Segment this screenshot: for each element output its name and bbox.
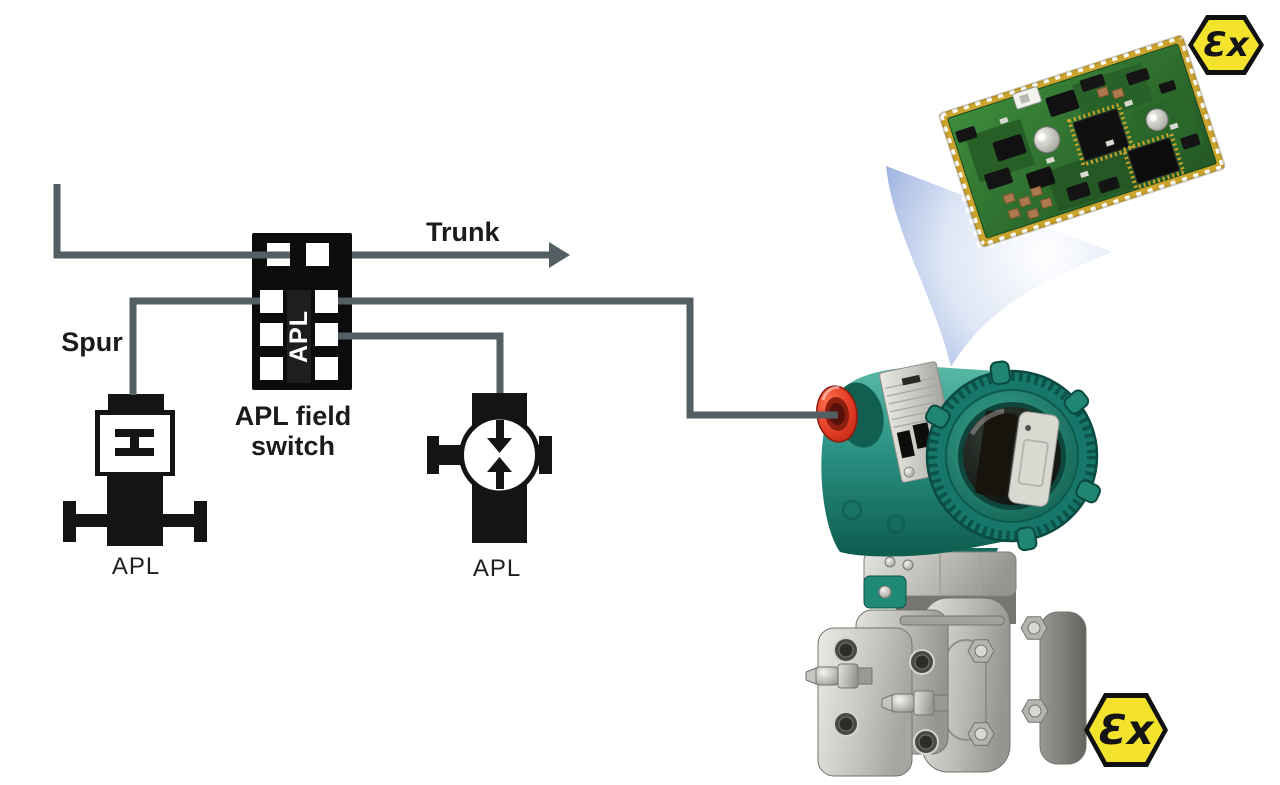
circuit-board-image <box>935 31 1229 251</box>
ex-badge-bottom: Ɛx <box>1084 693 1168 767</box>
switch-bar-label: APL <box>284 290 313 383</box>
ex-badge-top: Ɛx <box>1188 15 1264 75</box>
trunk-line-in <box>53 184 290 259</box>
spur-label: Spur <box>61 327 123 357</box>
pressure-transmitter-image <box>805 360 1101 777</box>
spur-line-device <box>338 332 504 393</box>
swoosh-connector <box>886 166 1112 367</box>
field-device-symbol-left <box>63 394 207 546</box>
switch-caption: APL field switch <box>234 401 352 461</box>
ex-badge-hexagon <box>1089 698 1163 762</box>
threaded-ports <box>833 637 939 755</box>
flange-bolts <box>967 616 1049 746</box>
display-module <box>974 410 1060 507</box>
display-bezel <box>925 360 1101 552</box>
trunk-label: Trunk <box>426 217 500 247</box>
switch-apl-bar <box>287 290 311 383</box>
spur-line-transmitter <box>338 297 838 419</box>
device-middle-label: APL <box>472 555 522 582</box>
network-lines <box>53 184 838 419</box>
ex-badge-text: Ɛx <box>1098 705 1154 754</box>
ex-badge-text: Ɛx <box>1203 25 1249 65</box>
process-flange-assembly <box>805 597 1087 777</box>
device-left-label: APL <box>111 553 161 580</box>
vent-valve <box>805 663 873 689</box>
flow-device-symbol <box>427 393 552 543</box>
spur-line-left <box>129 297 260 395</box>
vent-valve <box>881 690 949 716</box>
switch-bar-label-text: APL <box>284 310 313 363</box>
ex-badge-hexagon <box>1193 20 1259 70</box>
trunk-arrow-head <box>549 242 570 268</box>
switch-ports <box>260 243 338 380</box>
apl-field-switch-symbol <box>252 233 352 390</box>
